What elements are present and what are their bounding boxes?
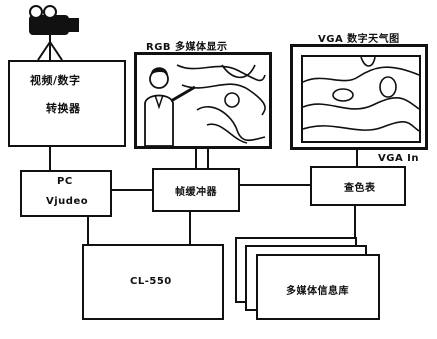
rgb-multimedia-display xyxy=(134,52,272,149)
color-lookup-table-box xyxy=(310,166,406,206)
vga-screen xyxy=(301,55,421,143)
multimedia-database-label: 多媒体信息库 xyxy=(286,286,349,297)
vga-in-label: VGA In xyxy=(378,153,420,164)
presenter-weather-map-image xyxy=(144,64,266,146)
presenter-figure xyxy=(144,67,196,146)
rgb-display-caption: RGB 多媒体显示 xyxy=(146,42,228,53)
weather-map-contours xyxy=(303,57,419,132)
video-digital-converter-box xyxy=(8,60,126,147)
vga-monitor-caption: VGA 数字天气图 xyxy=(318,34,400,45)
multimedia-database-box xyxy=(256,254,380,320)
converter-label-line2: 转换器 xyxy=(46,102,81,115)
pc-label: PC xyxy=(57,176,73,187)
cl550-label: CL-550 xyxy=(130,276,172,287)
video-camera-icon xyxy=(29,5,79,61)
color-lookup-table-label: 查色表 xyxy=(344,183,376,194)
frame-buffer-label: 帧缓冲器 xyxy=(175,187,217,198)
converter-label-line1: 视频/数字 xyxy=(30,74,81,87)
pc-box xyxy=(20,170,112,217)
cl550-box xyxy=(82,244,224,320)
frame-buffer-box xyxy=(152,168,240,212)
vga-weather-monitor xyxy=(290,44,428,150)
pc-sublabel: Vjudeo xyxy=(46,196,89,207)
